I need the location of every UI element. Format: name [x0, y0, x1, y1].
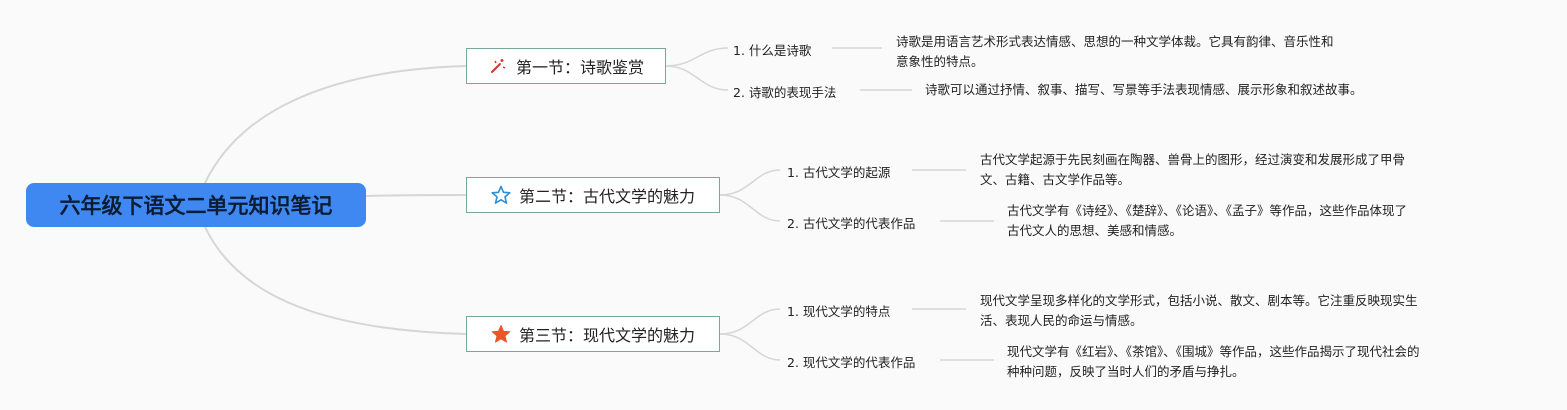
section-1-node[interactable]: 第一节：诗歌鉴赏	[466, 48, 666, 84]
subtopic-3-2[interactable]: 2. 现代文学的代表作品	[787, 355, 916, 370]
desc-2-2: 古代文学有《诗经》、《楚辞》、《论语》、《孟子》等作品，这些作品体现了 古代文人…	[1007, 201, 1407, 241]
section-2-node[interactable]: 第二节：古代文学的魅力	[466, 177, 720, 213]
desc-1-2: 诗歌可以通过抒情、叙事、描写、写景等手法表现情感、展示形象和叙述故事。	[925, 80, 1363, 100]
subtopic-2-1[interactable]: 1. 古代文学的起源	[787, 165, 891, 180]
desc-1-1-line-1: 诗歌是用语言艺术形式表达情感、思想的一种文学体裁。它具有韵律、音乐性和	[896, 34, 1334, 49]
desc-3-1-line-2: 活、表现人民的命运与情感。	[980, 313, 1143, 328]
section-1-to-item-2-line	[665, 65, 729, 91]
desc-1-2-line-1: 诗歌可以通过抒情、叙事、描写、写景等手法表现情感、展示形象和叙述故事。	[925, 82, 1363, 97]
section-3-node[interactable]: 第三节：现代文学的魅力	[466, 316, 720, 352]
desc-1-1: 诗歌是用语言艺术形式表达情感、思想的一种文学体裁。它具有韵律、音乐性和 意象性的…	[896, 32, 1334, 72]
root-topic[interactable]: 六年级下语文二单元知识笔记	[26, 183, 366, 227]
desc-2-1-line-1: 古代文学起源于先民刻画在陶器、兽骨上的图形，经过演变和发展形成了甲骨	[980, 152, 1406, 167]
subtopic-3-1[interactable]: 1. 现代文学的特点	[787, 304, 891, 319]
section-1-to-item-1-line	[665, 47, 729, 67]
section-2-to-item-2-line	[719, 194, 781, 222]
section-3-label: 第三节：现代文学的魅力	[518, 326, 695, 345]
desc-1-1-line-2: 意象性的特点。	[896, 54, 984, 69]
subtopic-1-2[interactable]: 2. 诗歌的表现手法	[733, 85, 837, 100]
section-2-to-item-1-line	[719, 169, 781, 196]
section-1-label: 第一节：诗歌鉴赏	[515, 58, 644, 77]
root-title: 六年级下语文二单元知识笔记	[59, 194, 333, 218]
desc-3-2-line-2: 种种问题，反映了当时人们的矛盾与挣扎。	[1007, 364, 1245, 379]
desc-2-1: 古代文学起源于先民刻画在陶器、兽骨上的图形，经过演变和发展形成了甲骨 文、古籍、…	[980, 150, 1405, 190]
desc-3-2: 现代文学有《红岩》、《茶馆》、《围城》等作品，这些作品揭示了现代社会的 种种问题…	[1007, 342, 1420, 382]
desc-2-2-line-1: 古代文学有《诗经》、《楚辞》、《论语》、《孟子》等作品，这些作品体现了	[1007, 203, 1408, 218]
subtopic-1-1[interactable]: 1. 什么是诗歌	[733, 43, 812, 58]
section-3-to-item-1-line	[719, 308, 781, 335]
root-to-section-3-line	[204, 226, 467, 335]
magic-wand-icon	[488, 56, 508, 76]
star-filled-icon	[491, 324, 511, 344]
star-outline-icon	[491, 185, 511, 205]
desc-3-1-line-1: 现代文学呈现多样化的文学形式，包括小说、散文、剧本等。它注重反映现实生	[980, 293, 1418, 308]
root-to-section-1-line	[204, 65, 467, 184]
subtopic-2-2[interactable]: 2. 古代文学的代表作品	[787, 216, 916, 231]
desc-2-2-line-2: 古代文人的思想、美感和情感。	[1007, 223, 1183, 238]
desc-3-1: 现代文学呈现多样化的文学形式，包括小说、散文、剧本等。它注重反映现实生 活、表现…	[980, 291, 1418, 331]
section-3-to-item-2-line	[719, 333, 781, 361]
root-to-section-2-line	[365, 194, 467, 197]
desc-2-1-line-2: 文、古籍、古文学作品等。	[980, 172, 1131, 187]
section-2-label: 第二节：古代文学的魅力	[518, 187, 695, 206]
desc-3-2-line-1: 现代文学有《红岩》、《茶馆》、《围城》等作品，这些作品揭示了现代社会的	[1007, 344, 1420, 359]
